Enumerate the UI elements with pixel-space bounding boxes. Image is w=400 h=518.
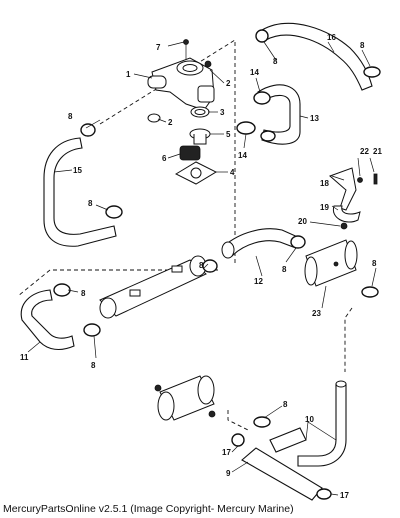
- callout-3: 3: [220, 108, 225, 117]
- callout-14b: 14: [238, 151, 247, 160]
- hose-11: [20, 283, 75, 351]
- assembly-guide-lines: [17, 39, 353, 431]
- callout-4: 4: [230, 168, 235, 177]
- callout-12: 12: [254, 277, 263, 286]
- callout-21: 21: [373, 147, 382, 156]
- callout-5: 5: [226, 130, 231, 139]
- callout-18: 18: [320, 179, 329, 188]
- callout-22: 22: [360, 147, 369, 156]
- callout-2a: 2: [226, 79, 231, 88]
- callout-20: 20: [298, 217, 307, 226]
- thermostat-housing: [147, 39, 215, 111]
- callout-numbers: 1 7 2 3 2 5 6 4 16 8 8 14 13 14 8 15 8 2…: [20, 33, 382, 500]
- callout-19: 19: [320, 203, 329, 212]
- callout-8g: 8: [372, 259, 377, 268]
- hose-16: [255, 22, 381, 91]
- hose-10: [269, 380, 347, 467]
- hose-9: [241, 447, 332, 501]
- callout-13: 13: [310, 114, 319, 123]
- seal-6: [179, 145, 201, 161]
- callout-17a: 17: [222, 448, 231, 457]
- callout-16: 16: [327, 33, 336, 42]
- callout-17b: 17: [340, 491, 349, 500]
- hose-13: [236, 84, 301, 145]
- callout-1: 1: [126, 70, 131, 79]
- hose-12: [221, 228, 306, 259]
- callout-6: 6: [162, 154, 167, 163]
- callout-8b: 8: [273, 57, 278, 66]
- heat-exchanger: [83, 255, 218, 337]
- clamps-lower: [231, 416, 271, 447]
- callout-23: 23: [312, 309, 321, 318]
- callout-8a: 8: [360, 41, 365, 50]
- callout-11: 11: [20, 353, 29, 362]
- callout-8e: 8: [199, 261, 204, 270]
- image-copyright-caption: MercuryPartsOnline v2.5.1 (Image Copyrig…: [3, 503, 294, 515]
- callout-8d: 8: [88, 199, 93, 208]
- gasket-4: [174, 161, 218, 185]
- callout-8c: 8: [68, 112, 73, 121]
- callout-10: 10: [305, 415, 314, 424]
- clamp-19: [332, 205, 361, 230]
- seawater-pump: [154, 375, 216, 421]
- plug-2: [147, 113, 161, 123]
- cooler-23: [304, 239, 379, 298]
- callout-8h: 8: [81, 289, 86, 298]
- callout-15: 15: [73, 166, 82, 175]
- hose-15: [43, 123, 123, 247]
- callout-7: 7: [156, 43, 161, 52]
- callout-8f: 8: [282, 265, 287, 274]
- callout-8j: 8: [283, 400, 288, 409]
- bracket-18: [329, 167, 378, 211]
- gasket-3: [190, 106, 210, 118]
- callout-leaders: [27, 41, 377, 496]
- callout-14a: 14: [250, 68, 259, 77]
- callout-2b: 2: [168, 118, 173, 127]
- thermostat-5: [189, 128, 211, 145]
- callout-8i: 8: [91, 361, 96, 370]
- callout-9: 9: [226, 469, 231, 478]
